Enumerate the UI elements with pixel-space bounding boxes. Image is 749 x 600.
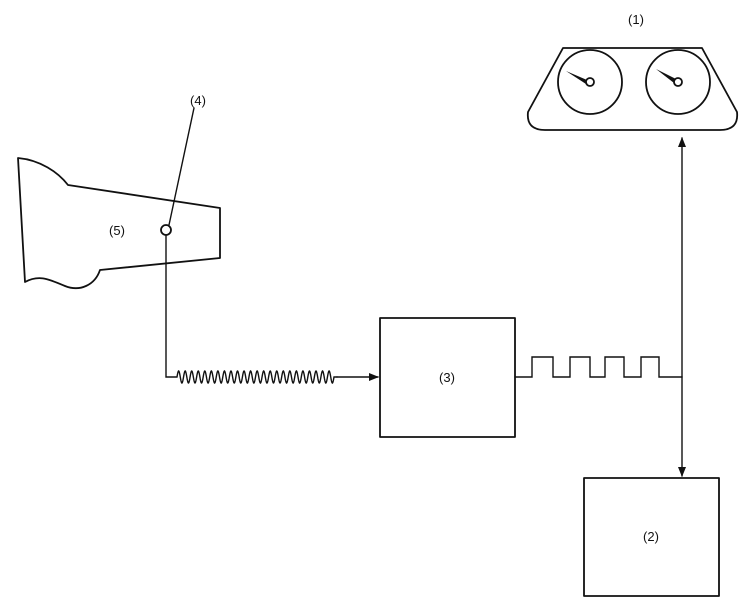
gauge-cluster <box>526 47 739 131</box>
label-transmission: (5) <box>109 223 125 238</box>
needle-right <box>656 69 676 83</box>
pulse-signal-line <box>514 356 683 378</box>
label-gauge-cluster: (1) <box>628 12 644 27</box>
label-box-3: (3) <box>439 370 455 385</box>
box-2 <box>583 477 720 597</box>
needle-left <box>566 71 587 84</box>
gauge-right <box>645 49 711 115</box>
sensor-leader-line <box>168 107 195 226</box>
label-sensor: (4) <box>190 93 206 108</box>
label-box-2: (2) <box>643 529 659 544</box>
transmission-housing <box>17 157 221 290</box>
speed-sensor <box>160 107 195 236</box>
sensor-signal-line <box>165 235 379 384</box>
gauge-left <box>557 49 623 115</box>
